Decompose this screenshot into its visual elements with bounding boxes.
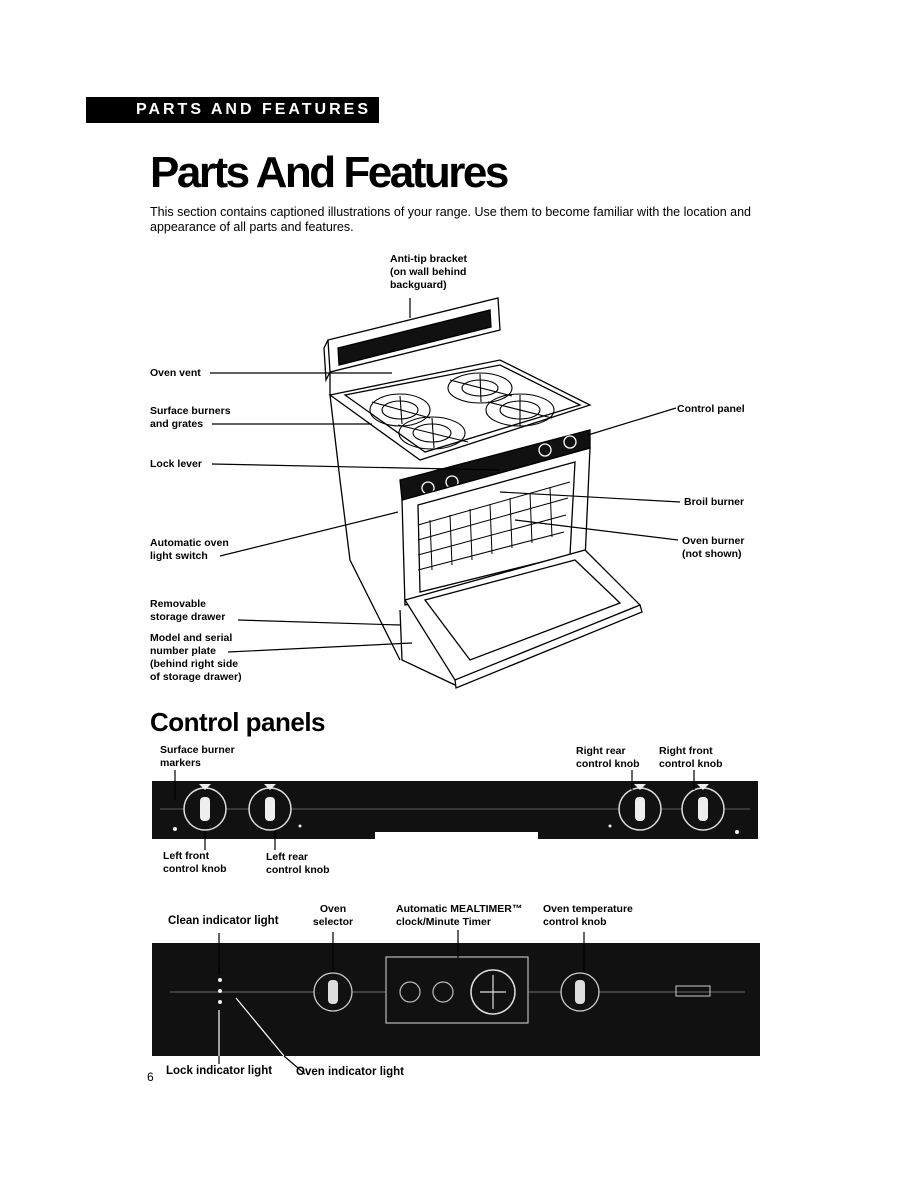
oven-indicator-label: Oven indicator light	[296, 1066, 404, 1078]
intro-paragraph: This section contains captioned illustra…	[150, 205, 752, 234]
page-number: 6	[147, 1070, 154, 1084]
clean-indicator-label: Clean indicator light	[168, 915, 279, 927]
page-title: Parts And Features	[150, 148, 509, 197]
lock-lever-label: Lock lever	[150, 458, 202, 470]
lock-indicator-label: Lock indicator light	[166, 1065, 273, 1077]
oven-burner-label: Oven burner(not shown)	[682, 535, 745, 560]
broil-burner-label: Broil burner	[684, 496, 745, 508]
oven-vent-label: Oven vent	[150, 367, 201, 379]
section-tab: PARTS AND FEATURES	[86, 97, 379, 123]
control-panel-label: Control panel	[677, 403, 745, 415]
control-panels-heading: Control panels	[150, 707, 326, 737]
